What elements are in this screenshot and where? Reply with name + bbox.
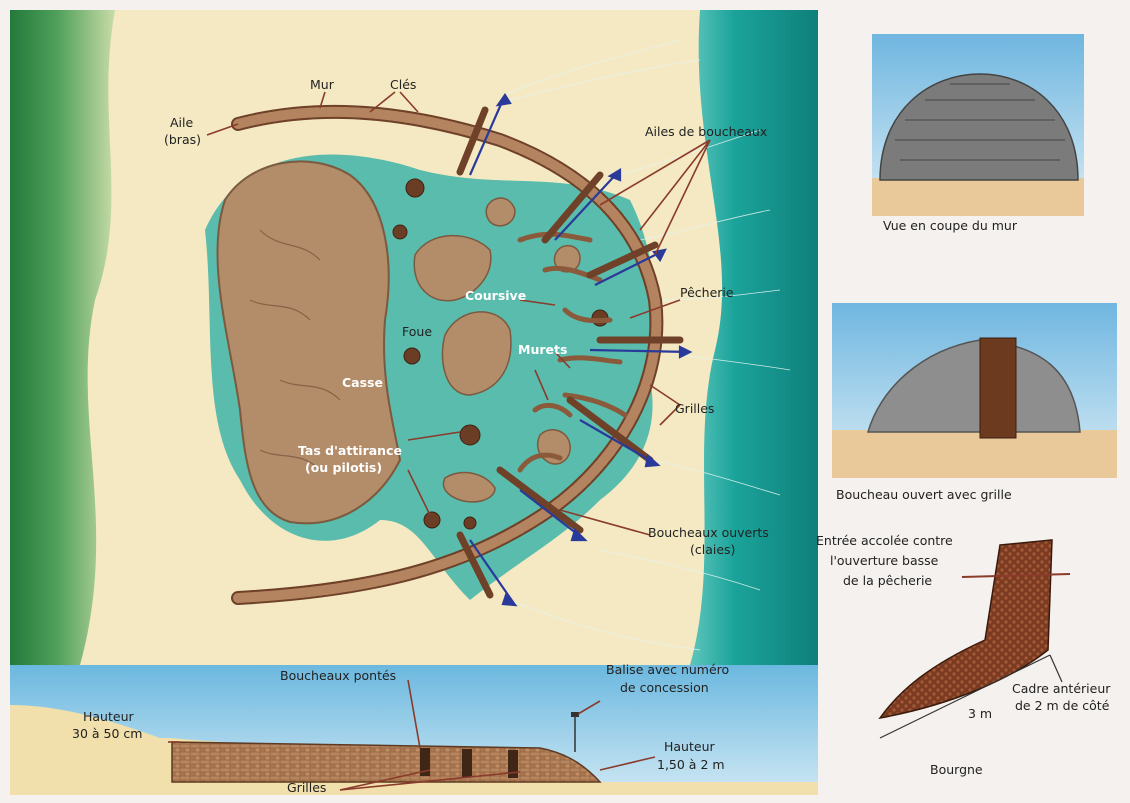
label-boucheaux-ouverts: Boucheaux ouverts xyxy=(648,525,769,540)
label-aile-bras: (bras) xyxy=(164,132,201,147)
caption-boucheau: Boucheau ouvert avec grille xyxy=(836,487,1012,502)
label-pecherie: Pêcherie xyxy=(680,285,734,300)
label-ailes-de-boucheaux: Ailes de boucheaux xyxy=(645,124,767,139)
label-foue: Foue xyxy=(402,324,432,339)
label-grilles: Grilles xyxy=(675,401,714,416)
caption-bourgne: Bourgne xyxy=(930,762,983,777)
label-hauteur-left: Hauteur xyxy=(83,709,134,724)
label-hauteur-right-value: 1,50 à 2 m xyxy=(657,757,725,772)
label-cadre-size: de 2 m de côté xyxy=(1015,698,1110,713)
label-coursive: Coursive xyxy=(465,288,526,303)
rock-3 xyxy=(486,198,515,226)
label-concession: de concession xyxy=(620,680,709,695)
section-wall xyxy=(172,742,600,782)
label-boucheaux-pontes: Boucheaux pontés xyxy=(280,668,396,683)
caption-wall: Vue en coupe du mur xyxy=(883,218,1018,233)
label-hauteur-right: Hauteur xyxy=(664,739,715,754)
label-tas-attirance: Tas d'attirance xyxy=(298,443,402,458)
label-claies: (claies) xyxy=(690,542,735,557)
label-aile: Aile xyxy=(170,115,193,130)
label-section-grilles: Grilles xyxy=(287,780,326,795)
label-ouverture: l'ouverture basse xyxy=(830,553,939,568)
label-hauteur-left-value: 30 à 50 cm xyxy=(72,726,142,741)
label-ou-pilotis: (ou pilotis) xyxy=(305,460,382,475)
label-3m: 3 m xyxy=(968,706,992,721)
label-pecherie-entree: de la pêcherie xyxy=(843,573,932,588)
label-balise: Balise avec numéro xyxy=(606,662,729,677)
boucheau-panel xyxy=(832,303,1117,478)
label-mur: Mur xyxy=(310,77,335,92)
wall-section-panel xyxy=(872,34,1084,216)
boucheau-grille xyxy=(980,338,1016,438)
label-casse: Casse xyxy=(342,375,383,390)
label-cadre: Cadre antérieur xyxy=(1012,681,1111,696)
label-cles: Clés xyxy=(390,77,416,92)
label-murets: Murets xyxy=(518,342,567,357)
label-entree: Entrée accolée contre xyxy=(816,533,953,548)
